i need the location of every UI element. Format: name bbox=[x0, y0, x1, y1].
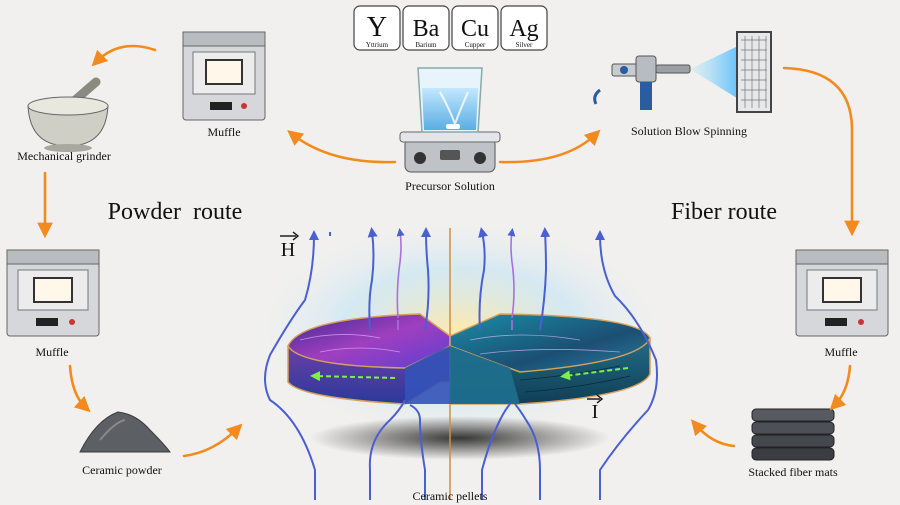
arrow-mats-to-pellets bbox=[690, 419, 736, 448]
spray-gun-icon bbox=[593, 55, 691, 110]
muffle-furnace-icon bbox=[6, 249, 100, 337]
muffle-right-label: Muffle bbox=[824, 345, 857, 359]
ceramic-powder-label: Ceramic powder bbox=[82, 463, 162, 477]
field-line bbox=[367, 227, 378, 331]
process-arrows bbox=[37, 44, 860, 458]
arrow-muffle-to-mats bbox=[829, 364, 852, 411]
mechanical-grinder-label: Mechanical grinder bbox=[17, 149, 111, 163]
precursor-solution-label: Precursor Solution bbox=[405, 179, 495, 193]
element-tile-barium: Ba Barium bbox=[402, 5, 450, 51]
muffle-top-label: Muffle bbox=[207, 125, 240, 139]
solution-blow-spinning-label: Solution Blow Spinning bbox=[631, 124, 747, 138]
current-arrow-left bbox=[310, 371, 396, 382]
mesh-collector-icon bbox=[736, 31, 772, 113]
arrow-precursor-to-muffle bbox=[287, 130, 397, 164]
element-symbol: Y bbox=[367, 12, 387, 43]
element-symbol: Ag bbox=[509, 16, 538, 42]
current-arrow-right bbox=[560, 367, 629, 381]
arrow-powder-to-pellets bbox=[182, 423, 243, 458]
field-line bbox=[421, 227, 432, 331]
field-lines-inner bbox=[396, 228, 516, 330]
field-line bbox=[368, 399, 406, 500]
field-line bbox=[595, 230, 658, 500]
ceramic-pellets-label: Ceramic pellets bbox=[413, 489, 488, 503]
element-tile-yttrium: Y Yttrium bbox=[353, 5, 401, 51]
muffle-left-label: Muffle bbox=[35, 345, 68, 359]
arrow-spinning-to-muffle bbox=[782, 66, 860, 237]
element-tile-copper: Cu Cupper bbox=[451, 5, 499, 51]
mortar-pestle-icon bbox=[27, 77, 109, 152]
field-line bbox=[478, 227, 488, 331]
element-name: Silver bbox=[516, 41, 533, 49]
element-tile-silver: Ag Silver bbox=[500, 5, 548, 51]
fiber-mat-stack-icon bbox=[751, 408, 835, 461]
magnetic-field-symbol: H bbox=[280, 231, 300, 261]
powder-pile-icon bbox=[79, 411, 172, 453]
element-symbol: Ba bbox=[413, 16, 440, 42]
stacked-fiber-mats-label: Stacked fiber mats bbox=[748, 465, 838, 479]
powder-route-title: Powder route bbox=[108, 199, 243, 225]
field-line bbox=[539, 227, 551, 331]
beaker-hotplate-icon bbox=[399, 67, 501, 173]
ceramic-pellet-scene: H I bbox=[245, 215, 675, 500]
muffle-furnace-icon bbox=[795, 249, 889, 337]
arrow-precursor-to-spinning bbox=[498, 129, 601, 164]
element-name: Yttrium bbox=[366, 41, 389, 49]
ceramic-pellet bbox=[287, 313, 651, 405]
field-symbol-label: H bbox=[281, 239, 295, 261]
current-symbol-label: I bbox=[592, 401, 599, 423]
field-line bbox=[481, 403, 511, 500]
element-name: Cupper bbox=[465, 41, 486, 49]
arrow-muffle-to-powder bbox=[68, 364, 91, 413]
spray-plume-icon bbox=[690, 45, 740, 100]
magnetic-field-lines bbox=[264, 227, 658, 500]
current-arrows bbox=[310, 367, 629, 382]
element-tiles: Y Yttrium Ba Barium Cu Cupper Ag Silver bbox=[353, 5, 548, 51]
element-name: Barium bbox=[416, 41, 438, 49]
field-line bbox=[409, 404, 426, 500]
muffle-furnace-icon bbox=[182, 31, 266, 121]
element-symbol: Cu bbox=[461, 16, 489, 42]
current-symbol: I bbox=[587, 394, 604, 423]
fiber-route-title: Fiber route bbox=[671, 199, 777, 225]
field-line bbox=[514, 403, 541, 500]
arrow-muffle-to-grinder bbox=[91, 44, 157, 67]
field-line bbox=[264, 230, 319, 500]
